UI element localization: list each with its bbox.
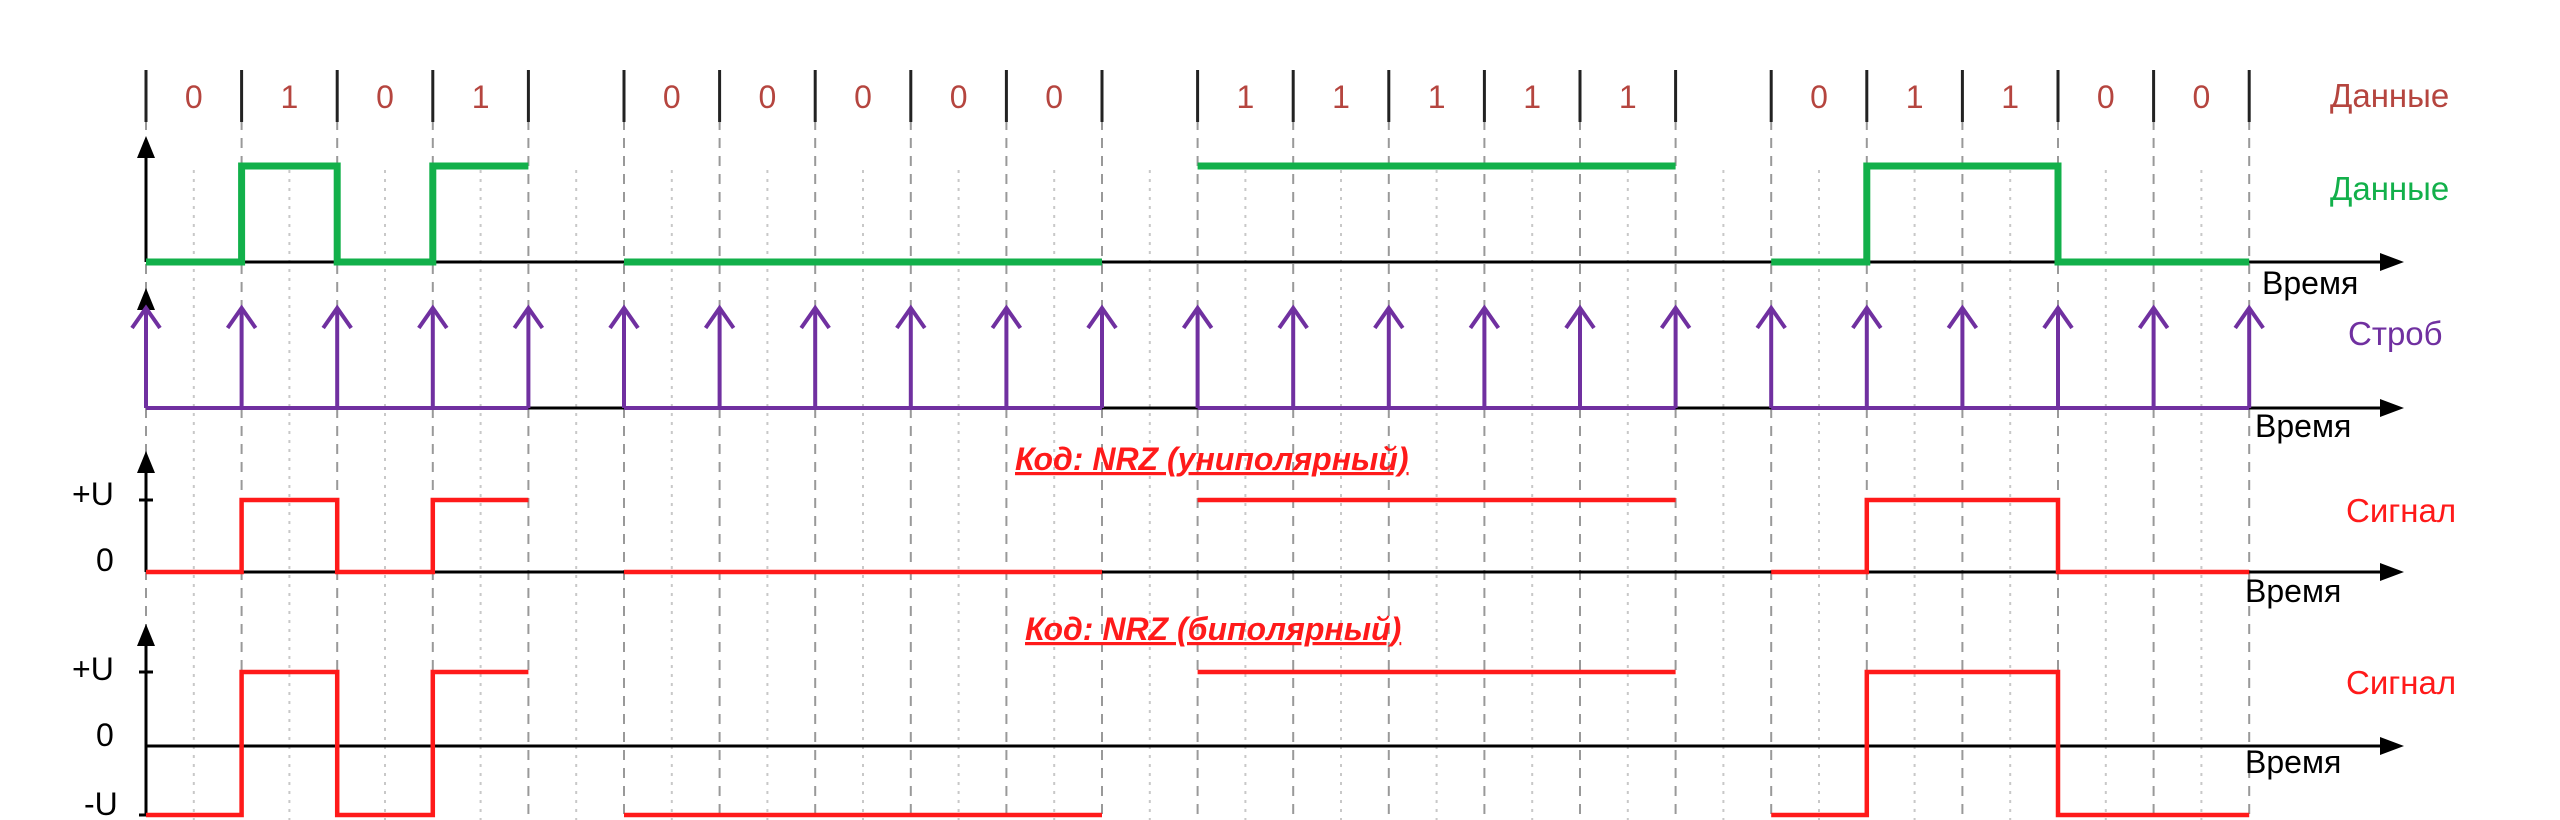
arrow-up-icon — [1659, 304, 1692, 330]
plus-u-label-unipolar: +U — [72, 476, 114, 512]
bit-value: 0 — [759, 79, 777, 115]
arrow-up-icon — [417, 304, 449, 330]
grid-dotted-lines — [192, 170, 2203, 820]
strobe-waveform — [130, 304, 2265, 410]
time-label-bipolar: Время — [2245, 744, 2341, 780]
plus-u-label-bipolar: +U — [72, 651, 114, 687]
unipolar-segment — [1771, 497, 2250, 575]
arrow-up-icon — [703, 304, 736, 330]
arrow-right-icon — [2380, 399, 2404, 417]
unipolar-segment — [146, 497, 529, 575]
bit-value: 0 — [376, 79, 394, 115]
bit-value: 1 — [281, 79, 299, 115]
signal-label-bipolar: Сигнал — [2346, 664, 2456, 701]
bit-value: 1 — [1332, 79, 1350, 115]
code-title-unipolar: Код: NRZ (униполярный) — [1015, 441, 1409, 477]
arrow-up-icon — [225, 304, 258, 330]
bit-value: 0 — [854, 79, 872, 115]
bit-value: 0 — [2097, 79, 2115, 115]
arrow-up-icon — [990, 304, 1023, 330]
bipolar-segment — [1771, 669, 2250, 818]
bit-value: 1 — [1237, 79, 1255, 115]
bit-value: 0 — [950, 79, 968, 115]
arrow-up-icon — [608, 304, 640, 330]
signal-label-unipolar: Сигнал — [2346, 492, 2456, 529]
arrow-up-icon — [2137, 304, 2170, 330]
bit-value: 1 — [1619, 79, 1637, 115]
bit-value: 0 — [2193, 79, 2211, 115]
bit-separators — [144, 70, 2251, 122]
arrow-up-icon — [137, 451, 155, 473]
arrow-up-icon — [1851, 304, 1883, 330]
strobe-label: Строб — [2348, 315, 2443, 352]
arrow-up-icon — [2233, 304, 2265, 330]
time-label-unipolar: Время — [2245, 573, 2341, 609]
bit-value: 1 — [1523, 79, 1541, 115]
minus-u-label-bipolar: -U — [84, 786, 118, 820]
arrow-up-icon — [2042, 304, 2074, 330]
arrow-up-icon — [137, 624, 155, 646]
code-title-bipolar: Код: NRZ (биполярный) — [1025, 611, 1401, 647]
arrow-up-icon — [1086, 304, 1118, 330]
time-label-strobe: Время — [2255, 408, 2351, 444]
arrow-up-icon — [1564, 304, 1596, 330]
arrow-right-icon — [2380, 737, 2404, 755]
bit-values: 0 1 0 1 0 0 0 0 0 1 1 1 1 1 0 1 1 0 0 — [185, 79, 2210, 115]
zero-label-bipolar: 0 — [96, 717, 114, 753]
bipolar-segment — [146, 669, 529, 818]
nrz-unipolar-waveform — [146, 497, 2250, 575]
arrow-up-icon — [1468, 304, 1501, 330]
arrow-up-icon — [1277, 304, 1309, 330]
bit-value: 0 — [185, 79, 203, 115]
arrow-up-icon — [137, 288, 155, 310]
time-label-data: Время — [2262, 265, 2358, 301]
arrow-up-icon — [321, 304, 353, 330]
data-segment — [146, 162, 529, 266]
arrow-up-icon — [1946, 304, 1979, 330]
bit-value: 0 — [1810, 79, 1828, 115]
zero-label-unipolar: 0 — [96, 542, 114, 578]
data-waveform — [146, 162, 2250, 266]
arrow-up-icon — [1181, 304, 1214, 330]
arrow-up-icon — [130, 304, 162, 330]
arrow-up-icon — [895, 304, 927, 330]
arrow-right-icon — [2380, 563, 2404, 581]
data-segment — [1771, 162, 2250, 266]
arrow-right-icon — [2380, 253, 2404, 271]
arrow-up-icon — [1373, 304, 1405, 330]
bit-value: 0 — [1045, 79, 1063, 115]
arrow-up-icon — [512, 304, 545, 330]
data-top-label: Данные — [2330, 77, 2449, 114]
bit-value: 1 — [2001, 79, 2019, 115]
data-trace-label: Данные — [2330, 170, 2449, 207]
bit-value: 0 — [663, 79, 681, 115]
arrow-up-icon — [137, 136, 155, 158]
nrz-bipolar-waveform — [146, 669, 2250, 818]
arrow-up-icon — [799, 304, 831, 330]
bit-value: 1 — [1428, 79, 1446, 115]
bit-value: 1 — [1906, 79, 1924, 115]
arrow-up-icon — [1755, 304, 1787, 330]
bit-value: 1 — [472, 79, 490, 115]
